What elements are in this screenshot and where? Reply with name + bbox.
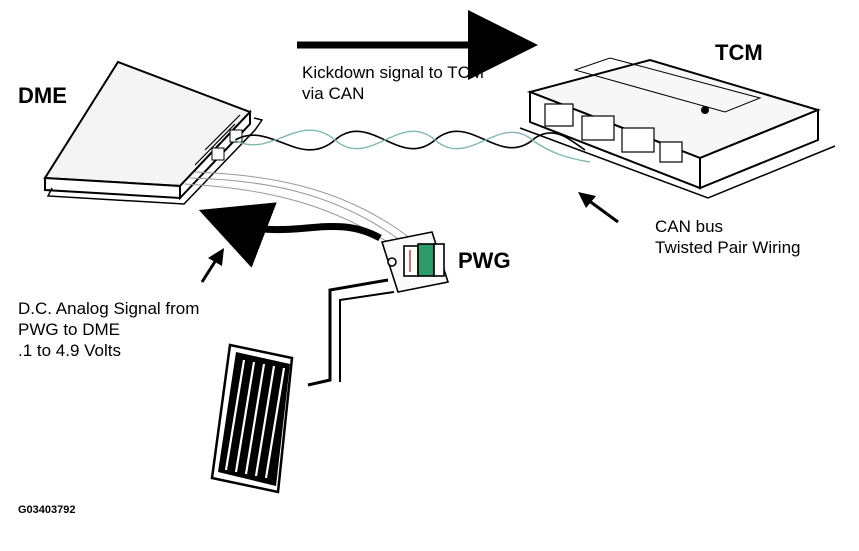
kickdown-caption: Kickdown signal to TCM via CAN bbox=[302, 62, 484, 104]
analog-signal-caption: D.C. Analog Signal from PWG to DME .1 to… bbox=[18, 298, 199, 361]
dme-label: DME bbox=[18, 83, 67, 108]
dme-module bbox=[43, 60, 264, 205]
accelerator-pedal bbox=[210, 278, 395, 494]
analog-pointer-arrow bbox=[200, 248, 224, 283]
analog-caption-line-3: .1 to 4.9 Volts bbox=[18, 341, 122, 360]
kickdown-caption-line-1: Kickdown signal to TCM bbox=[302, 63, 485, 82]
can-bus-caption-line-2: Twisted Pair Wiring bbox=[655, 238, 801, 257]
kickdown-caption-line-2: via CAN bbox=[302, 84, 365, 103]
can-bus-wiring bbox=[234, 129, 591, 163]
figure-id: G03403792 bbox=[18, 504, 76, 516]
analog-caption-line-1: D.C. Analog Signal from bbox=[18, 299, 200, 318]
can-bus-caption: CAN bus Twisted Pair Wiring bbox=[655, 216, 800, 258]
tcm-module bbox=[519, 57, 836, 199]
tcm-label: TCM bbox=[715, 40, 763, 65]
analog-caption-line-2: PWG to DME bbox=[18, 320, 121, 339]
pwg-sensor bbox=[380, 231, 450, 293]
pwg-label: PWG bbox=[458, 248, 511, 273]
can-bus-caption-line-1: CAN bus bbox=[655, 217, 724, 236]
analog-signal-arrow bbox=[198, 202, 382, 268]
can-bus-pointer-arrow bbox=[578, 192, 619, 224]
